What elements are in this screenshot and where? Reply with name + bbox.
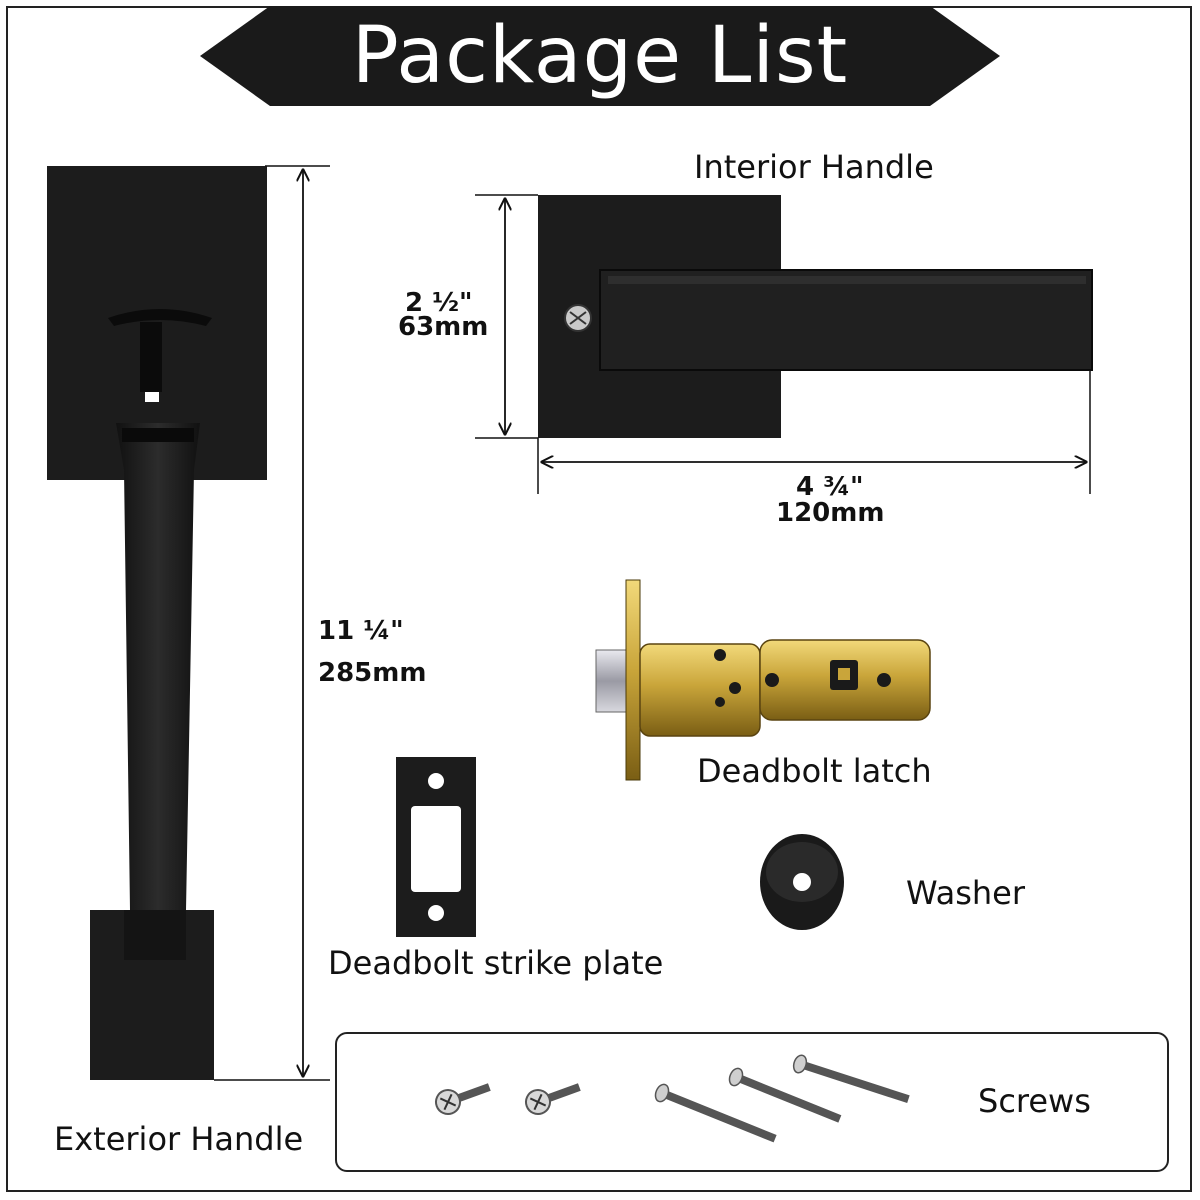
exterior-handle-label: Exterior Handle bbox=[54, 1120, 304, 1158]
page-title: Package List bbox=[351, 11, 849, 101]
interior-handle-image bbox=[538, 195, 1093, 438]
screws-image bbox=[435, 1054, 910, 1143]
strike-plate-label: Deadbolt strike plate bbox=[328, 944, 664, 982]
screws-label: Screws bbox=[978, 1082, 1091, 1120]
washer-image bbox=[760, 834, 844, 930]
washer-label: Washer bbox=[906, 874, 1025, 912]
deadbolt-latch-image bbox=[595, 579, 931, 781]
interior-width-in: 4 ¾" bbox=[796, 472, 864, 502]
strike-plate-image bbox=[396, 757, 476, 937]
interior-handle-label: Interior Handle bbox=[694, 148, 934, 186]
title-banner bbox=[200, 6, 1000, 106]
interior-width-mm: 120mm bbox=[776, 498, 885, 528]
interior-height-mm: 63mm bbox=[398, 312, 489, 342]
interior-height-in: 2 ½" bbox=[405, 288, 473, 318]
deadbolt-latch-label: Deadbolt latch bbox=[697, 752, 932, 790]
exterior-height-dimension bbox=[214, 165, 330, 1081]
screws-box bbox=[335, 1032, 1169, 1172]
exterior-height-in: 11 ¼" bbox=[318, 616, 404, 646]
exterior-height-mm: 285mm bbox=[318, 658, 427, 688]
exterior-handle-image bbox=[47, 166, 267, 1080]
interior-dimensions bbox=[475, 194, 1091, 494]
